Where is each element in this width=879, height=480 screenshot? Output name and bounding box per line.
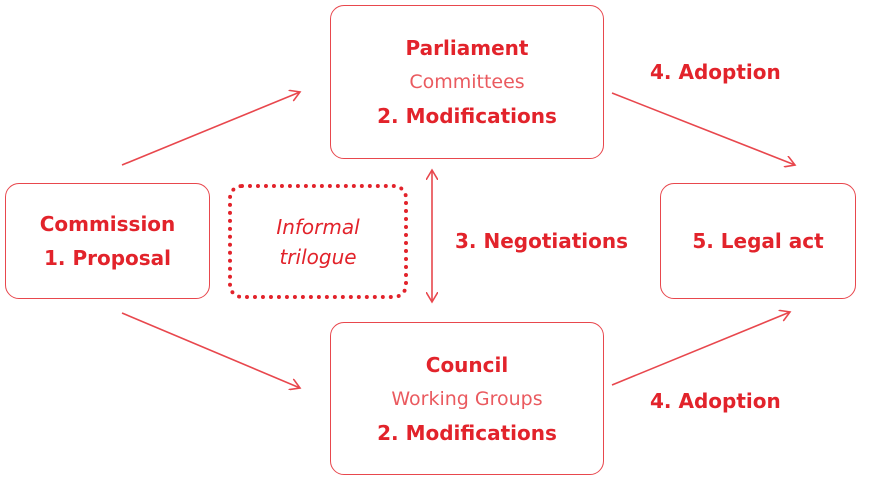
arrow-parliament-to-legal-act xyxy=(611,92,795,165)
commission-box: Commission 1. Proposal xyxy=(5,183,210,299)
adoption-top-label: 4. Adoption xyxy=(650,60,781,84)
council-step: 2. Modifications xyxy=(377,420,557,445)
parliament-body: Committees xyxy=(409,71,525,93)
adoption-bottom-label: 4. Adoption xyxy=(650,389,781,413)
parliament-step: 2. Modifications xyxy=(377,104,557,128)
informal-trilogue-box: Informal trilogue xyxy=(228,184,408,299)
legal-act-box: 5. Legal act xyxy=(660,183,856,299)
commission-title: Commission xyxy=(39,212,176,236)
trilogue-line1: Informal xyxy=(276,214,360,239)
arrow-council-to-legal-act xyxy=(611,312,790,386)
arrow-commission-to-council xyxy=(121,312,300,388)
commission-step: 1. Proposal xyxy=(43,246,172,270)
council-box: Council Working Groups 2. Modifications xyxy=(330,322,604,475)
council-body: Working Groups xyxy=(391,387,543,410)
parliament-title: Parliament xyxy=(405,36,529,60)
parliament-box: Parliament Committees 2. Modifications xyxy=(330,5,604,159)
council-title: Council xyxy=(425,352,509,377)
negotiations-label: 3. Negotiations xyxy=(455,229,629,253)
trilogue-line2: trilogue xyxy=(279,244,357,269)
arrow-commission-to-parliament xyxy=(121,92,300,166)
legal-act-step: 5. Legal act xyxy=(692,229,824,253)
